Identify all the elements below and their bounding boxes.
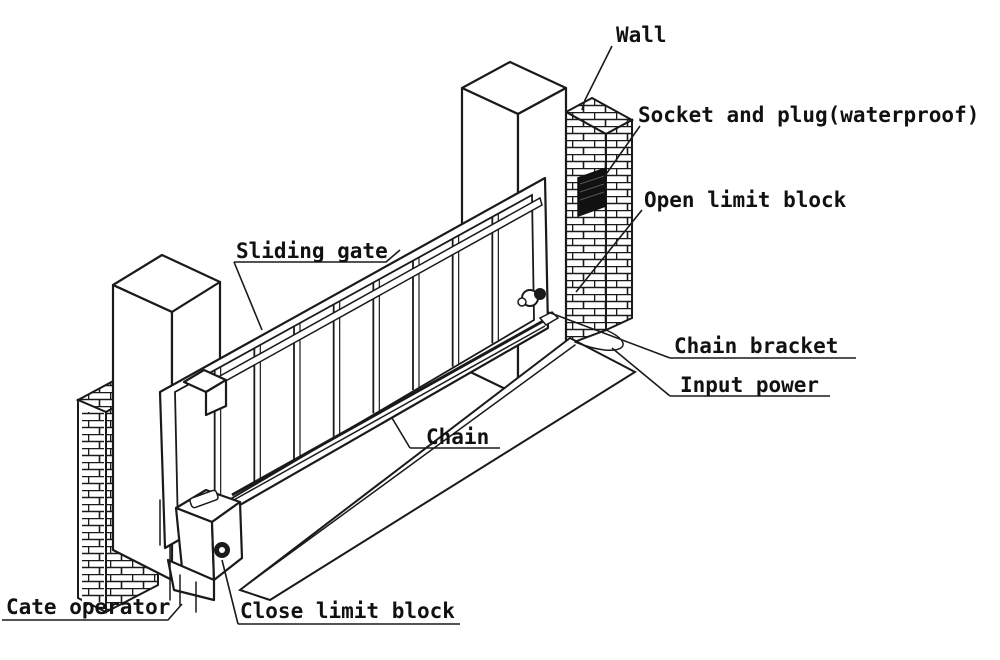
socket-box: [577, 166, 607, 218]
gate-operator-motor: [159, 488, 244, 613]
label-chain: Chain: [426, 425, 489, 449]
label-socket-and-plug: Socket and plug(waterproof): [638, 103, 979, 127]
open-limit-block: [517, 288, 546, 307]
chain-bracket: [538, 311, 560, 326]
label-close-limit-block: Close limit block: [240, 599, 455, 623]
right-brick-wall: [563, 96, 635, 347]
label-sliding-gate: Sliding gate: [236, 239, 388, 263]
gate-top-bracket: [182, 368, 228, 417]
input-power-cable: [574, 329, 624, 351]
label-wall: Wall: [616, 23, 667, 47]
label-chain-bracket: Chain bracket: [674, 334, 838, 358]
label-input-power: Input power: [680, 373, 819, 397]
label-gate-operator: Cate operator: [6, 595, 170, 619]
leader-lines: [2, 45, 856, 625]
ground-track: [237, 336, 638, 602]
sliding-gate: [158, 176, 550, 550]
label-open-limit-block: Open limit block: [644, 188, 847, 212]
chain: [231, 318, 546, 502]
